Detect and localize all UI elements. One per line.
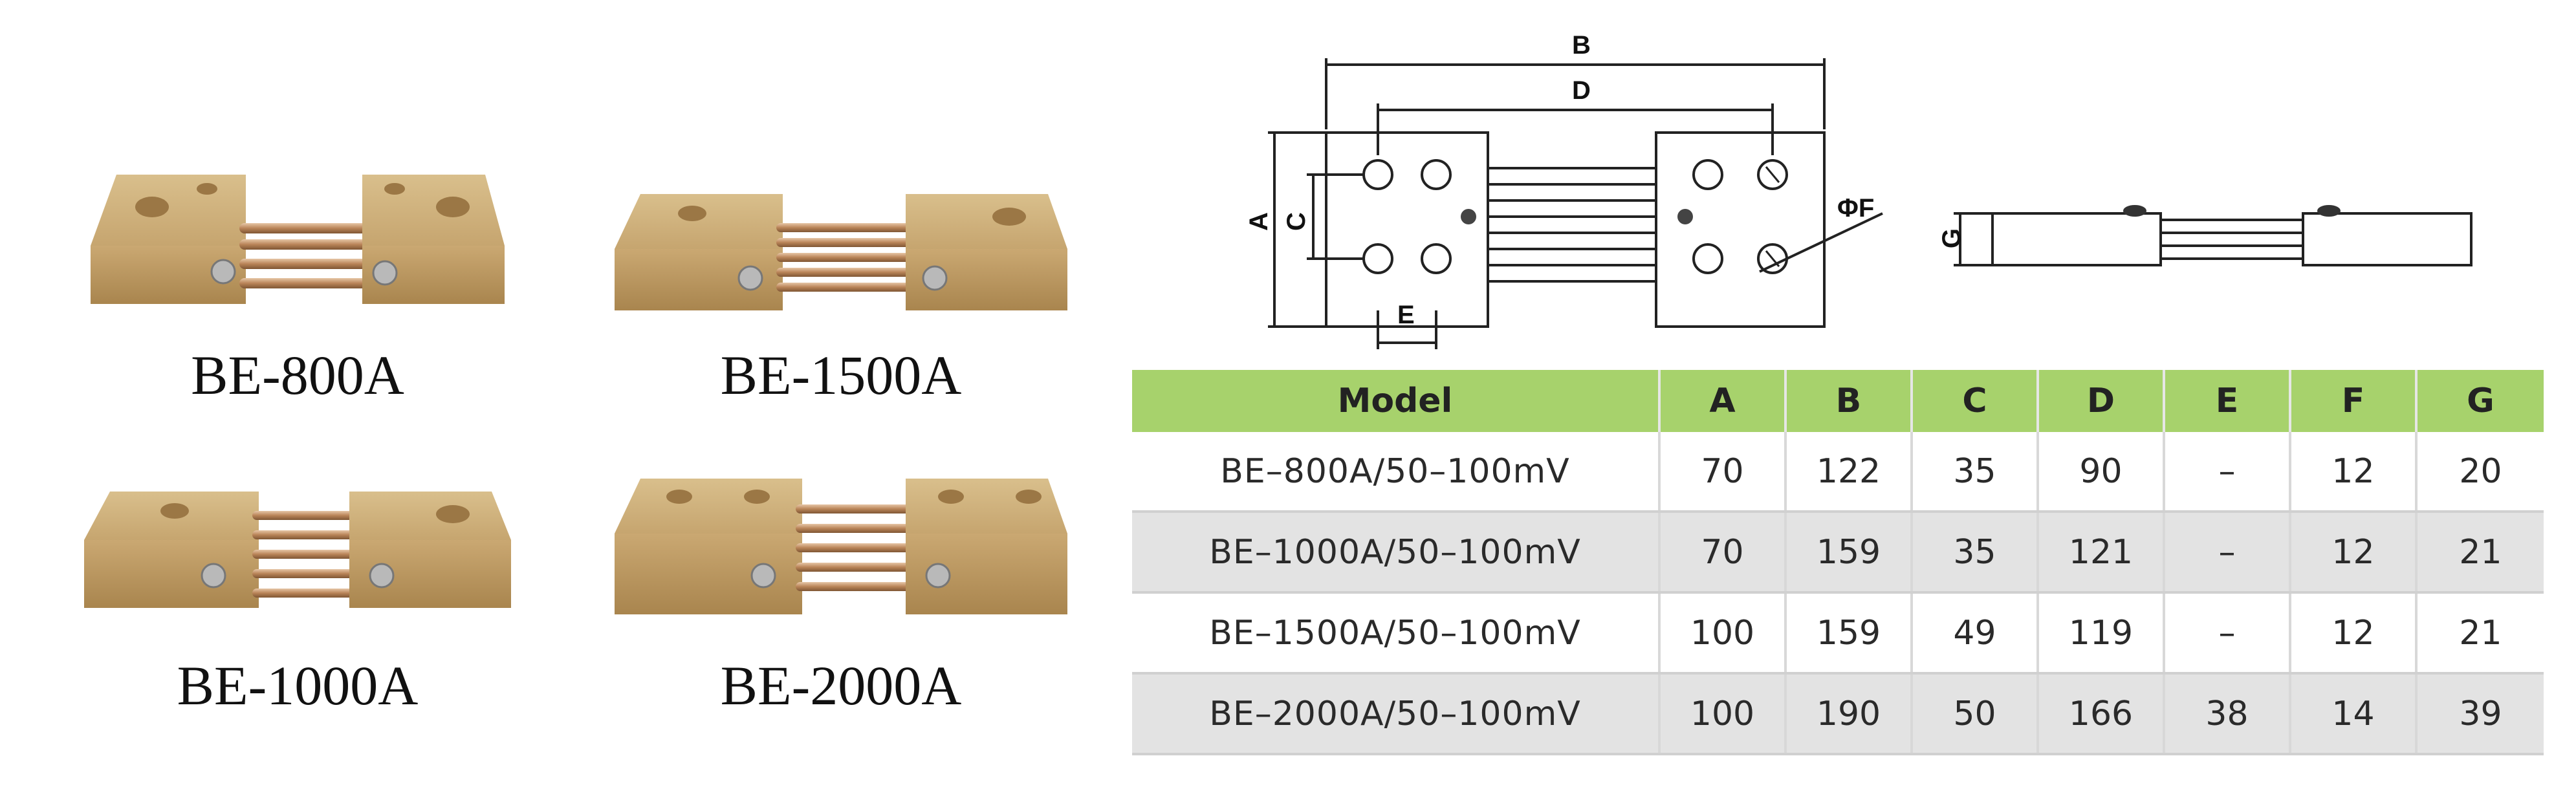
product-label-1500a: BE-1500A bbox=[720, 344, 962, 406]
cell-model: BE–2000A/50–100mV bbox=[1132, 673, 1661, 755]
table-row: BE–800A/50–100mV 70 122 35 90 – 12 20 bbox=[1132, 432, 2544, 513]
shunt-photo-1000a bbox=[84, 492, 511, 608]
cell-model: BE–1500A/50–100mV bbox=[1132, 592, 1661, 675]
header-c: C bbox=[1912, 370, 2039, 432]
table-header-row: Model A B C D E F G bbox=[1132, 370, 2544, 432]
cell-f: 12 bbox=[2290, 592, 2418, 675]
cell-b: 190 bbox=[1785, 673, 1913, 755]
cell-c: 35 bbox=[1912, 432, 2039, 513]
table-row: BE–1000A/50–100mV 70 159 35 121 – 12 21 bbox=[1132, 512, 2544, 594]
cell-e: – bbox=[2164, 432, 2291, 513]
header-e: E bbox=[2164, 370, 2291, 432]
header-model: Model bbox=[1132, 370, 1661, 432]
cell-b: 159 bbox=[1785, 512, 1913, 594]
cell-d: 166 bbox=[2038, 673, 2165, 755]
header-d: D bbox=[2038, 370, 2165, 432]
cell-d: 119 bbox=[2038, 592, 2165, 675]
cell-f: 12 bbox=[2290, 432, 2418, 513]
cell-b: 159 bbox=[1785, 592, 1913, 675]
header-g: G bbox=[2416, 370, 2544, 432]
dim-label-g: G bbox=[1937, 228, 1967, 249]
header-a: A bbox=[1659, 370, 1787, 432]
cell-a: 70 bbox=[1659, 512, 1787, 594]
cell-c: 35 bbox=[1912, 512, 2039, 594]
dim-label-d: D bbox=[1572, 76, 1591, 105]
spec-table: Model A B C D E F G BE–800A/50–100mV 70 … bbox=[1132, 370, 2544, 755]
shunt-photo-2000a bbox=[615, 479, 1067, 614]
dim-label-a: A bbox=[1244, 212, 1273, 231]
dim-label-c: C bbox=[1282, 212, 1311, 231]
cell-d: 90 bbox=[2038, 432, 2165, 513]
cell-g: 20 bbox=[2416, 432, 2544, 513]
cell-e: 38 bbox=[2164, 673, 2291, 755]
shunt-photo-1500a bbox=[615, 194, 1067, 310]
cell-model: BE–800A/50–100mV bbox=[1132, 432, 1661, 513]
product-label-1000a: BE-1000A bbox=[177, 654, 419, 717]
dim-label-e: E bbox=[1397, 301, 1415, 329]
cell-g: 21 bbox=[2416, 592, 2544, 675]
cell-a: 100 bbox=[1659, 592, 1787, 675]
cell-g: 39 bbox=[2416, 673, 2544, 755]
header-b: B bbox=[1785, 370, 1913, 432]
cell-c: 50 bbox=[1912, 673, 2039, 755]
cell-d: 121 bbox=[2038, 512, 2165, 594]
header-f: F bbox=[2290, 370, 2418, 432]
cell-c: 49 bbox=[1912, 592, 2039, 675]
dimension-drawing-top-view bbox=[1268, 58, 1883, 349]
product-label-2000a: BE-2000A bbox=[720, 654, 962, 717]
cell-f: 12 bbox=[2290, 512, 2418, 594]
product-label-800a: BE-800A bbox=[191, 344, 404, 406]
dim-label-f: ΦF bbox=[1837, 194, 1875, 222]
cell-e: – bbox=[2164, 512, 2291, 594]
dim-label-b: B bbox=[1572, 31, 1591, 59]
cell-b: 122 bbox=[1785, 432, 1913, 513]
shunt-photo-800a bbox=[91, 175, 505, 304]
cell-g: 21 bbox=[2416, 512, 2544, 594]
table-row: BE–2000A/50–100mV 100 190 50 166 38 14 3… bbox=[1132, 673, 2544, 755]
cell-f: 14 bbox=[2290, 673, 2418, 755]
table-row: BE–1500A/50–100mV 100 159 49 119 – 12 21 bbox=[1132, 592, 2544, 675]
cell-a: 100 bbox=[1659, 673, 1787, 755]
cell-a: 70 bbox=[1659, 432, 1787, 513]
dimension-drawing-side-view bbox=[1954, 205, 2472, 266]
cell-e: – bbox=[2164, 592, 2291, 675]
cell-model: BE–1000A/50–100mV bbox=[1132, 512, 1661, 594]
